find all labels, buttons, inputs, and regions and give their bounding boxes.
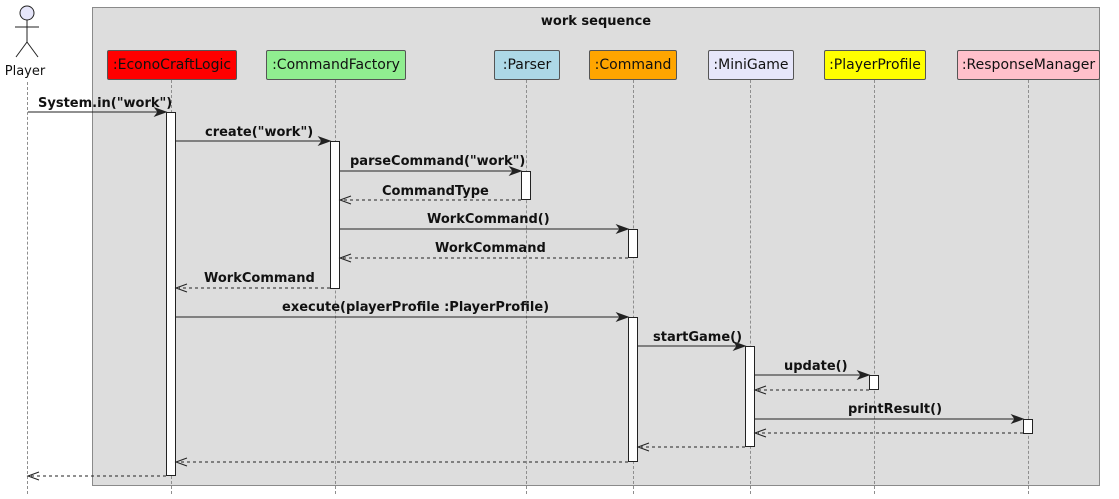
message-label-command-type: CommandType xyxy=(382,184,489,199)
message-update-arrow xyxy=(755,369,871,381)
activation-minigame xyxy=(745,346,755,447)
lifeline-profile xyxy=(874,80,875,494)
activation-factory xyxy=(330,141,340,289)
activation-response xyxy=(1023,419,1033,434)
frame-title: work sequence xyxy=(540,14,652,29)
message-label-update: update() xyxy=(784,359,848,374)
lifeline-minigame xyxy=(750,80,751,494)
participant-response-manager: :ResponseManager xyxy=(957,50,1100,80)
sequence-frame: work sequence xyxy=(92,7,1100,486)
message-minigame-return-arrow xyxy=(636,442,745,452)
message-work-command-constructor-arrow xyxy=(340,223,630,235)
participant-minigame: :MiniGame xyxy=(708,50,794,80)
message-execute-arrow xyxy=(176,311,630,323)
message-parse-command-arrow xyxy=(340,165,523,177)
message-update-return-arrow xyxy=(753,385,869,395)
participant-player-profile: :PlayerProfile xyxy=(824,50,926,80)
message-label-system-in: System.in("work") xyxy=(38,96,173,111)
activation-logic xyxy=(166,112,176,476)
message-label-work-command-constructor: WorkCommand() xyxy=(427,212,550,227)
message-label-parse-command: parseCommand("work") xyxy=(350,154,526,169)
activation-profile xyxy=(869,375,879,390)
message-logic-to-player-return-arrow xyxy=(26,471,166,481)
message-work-command-to-logic-arrow xyxy=(174,283,330,293)
lifeline-response xyxy=(1028,80,1029,494)
participant-command-factory: :CommandFactory xyxy=(266,50,406,80)
message-create-arrow xyxy=(176,135,332,147)
participant-parser: :Parser xyxy=(494,50,560,80)
message-system-in-arrow xyxy=(28,106,168,118)
message-label-print-result: printResult() xyxy=(848,402,943,417)
message-label-create: create("work") xyxy=(205,125,314,140)
message-print-result-return-arrow xyxy=(753,428,1023,438)
participant-command: :Command xyxy=(589,50,677,80)
message-label-work-command-to-logic: WorkCommand xyxy=(204,271,315,286)
player-actor-icon xyxy=(15,5,39,58)
message-command-type-return-arrow xyxy=(338,195,521,205)
message-label-start-game: startGame() xyxy=(653,330,743,345)
activation-command-constructor xyxy=(628,229,638,258)
activation-parser xyxy=(521,171,531,200)
message-start-game-arrow xyxy=(638,340,747,352)
message-work-command-return-arrow xyxy=(338,253,628,263)
message-label-execute: execute(playerProfile :PlayerProfile) xyxy=(282,300,550,315)
lifeline-parser xyxy=(526,80,527,494)
message-print-result-arrow xyxy=(755,413,1025,425)
message-command-return-arrow xyxy=(174,457,628,467)
lifeline-player xyxy=(27,82,28,494)
player-actor-label: Player xyxy=(4,64,46,79)
lifeline-command xyxy=(633,80,634,494)
activation-command-execute xyxy=(628,317,638,462)
participant-econocraft-logic: :EconoCraftLogic xyxy=(107,50,237,80)
message-label-work-command-return: WorkCommand xyxy=(435,241,546,256)
